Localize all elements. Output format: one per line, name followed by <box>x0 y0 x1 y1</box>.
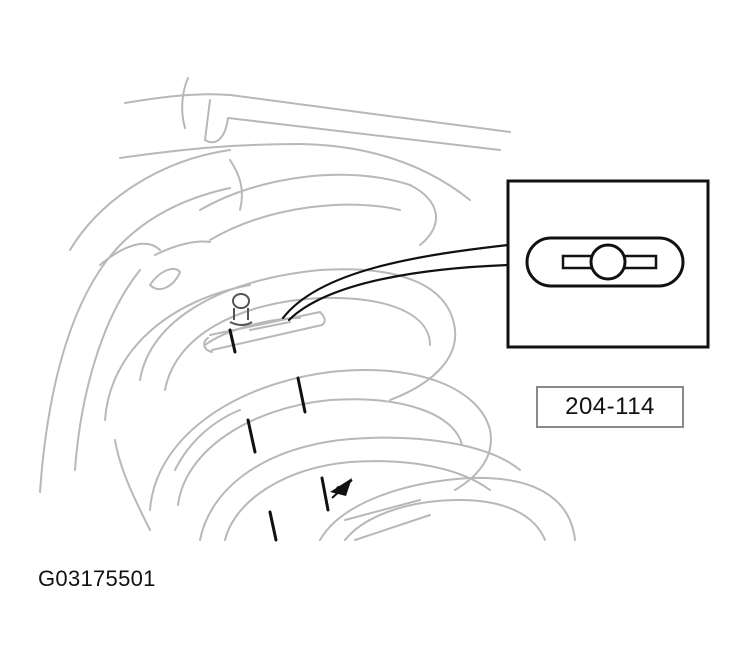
detail-leader-lines <box>281 243 510 322</box>
strut-tower-outline <box>39 77 511 493</box>
direction-arrow <box>330 478 353 499</box>
figure-id: G03175501 <box>38 566 156 591</box>
tool-number-label: 204-114 <box>536 386 684 428</box>
slot-center-pin <box>589 243 627 281</box>
coil-spring <box>104 173 576 541</box>
detail-inset <box>506 179 710 349</box>
spring-compressor-tool <box>203 311 431 541</box>
alignment-bolt <box>229 293 253 326</box>
alignment-marks <box>228 328 330 542</box>
